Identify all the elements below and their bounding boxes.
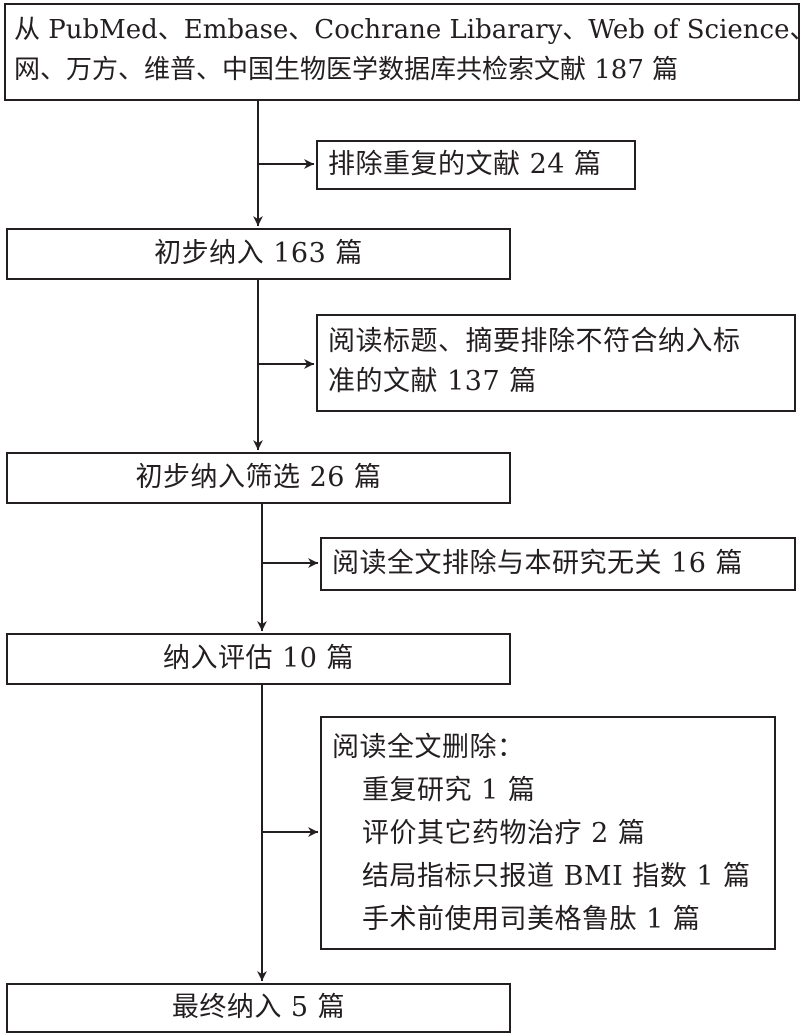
final-inclusion-text: 最终纳入 5 篇 [171, 992, 346, 1023]
fulltext-deletion-heading: 阅读全文删除： [332, 732, 525, 763]
deletion-reason-item: 重复研究 1 篇 [362, 775, 536, 806]
initial-inclusion-box: 初步纳入 163 篇 [6, 228, 511, 280]
initial-screening-text: 初步纳入筛选 26 篇 [135, 462, 382, 493]
title-abstract-exclusion-line2: 准的文献 137 篇 [328, 366, 537, 397]
duplicates-removed-text: 排除重复的文献 24 篇 [328, 149, 602, 180]
records-identified-line1: 从 PubMed、Embase、Cochrane Libarary、Web of… [14, 15, 804, 45]
deletion-reason-item: 评价其它药物治疗 2 篇 [362, 818, 646, 849]
initial-screening-box: 初步纳入筛选 26 篇 [6, 452, 511, 504]
deletion-reason-item: 结局指标只报道 BMI 指数 1 篇 [362, 861, 751, 892]
assessment-text: 纳入评估 10 篇 [162, 643, 355, 674]
fulltext-deletion-box: 阅读全文删除： 重复研究 1 篇 评价其它药物治疗 2 篇 结局指标只报道 BM… [320, 716, 776, 950]
fulltext-exclusion-text: 阅读全文排除与本研究无关 16 篇 [332, 548, 744, 579]
assessment-box: 纳入评估 10 篇 [6, 633, 511, 685]
deletion-reason-item: 手术前使用司美格鲁肽 1 篇 [362, 904, 701, 935]
duplicates-removed-box: 排除重复的文献 24 篇 [316, 140, 636, 190]
final-inclusion-box: 最终纳入 5 篇 [6, 983, 511, 1033]
records-identified-box: 从 PubMed、Embase、Cochrane Libarary、Web of… [4, 3, 804, 101]
fulltext-exclusion-box: 阅读全文排除与本研究无关 16 篇 [320, 537, 796, 591]
initial-inclusion-text: 初步纳入 163 篇 [154, 238, 363, 269]
title-abstract-exclusion-line1: 阅读标题、摘要排除不符合纳入标 [328, 326, 741, 357]
title-abstract-exclusion-box: 阅读标题、摘要排除不符合纳入标 准的文献 137 篇 [316, 314, 796, 412]
records-identified-line2: 网、万方、维普、中国生物医学数据库共检索文献 187 篇 [14, 55, 679, 85]
